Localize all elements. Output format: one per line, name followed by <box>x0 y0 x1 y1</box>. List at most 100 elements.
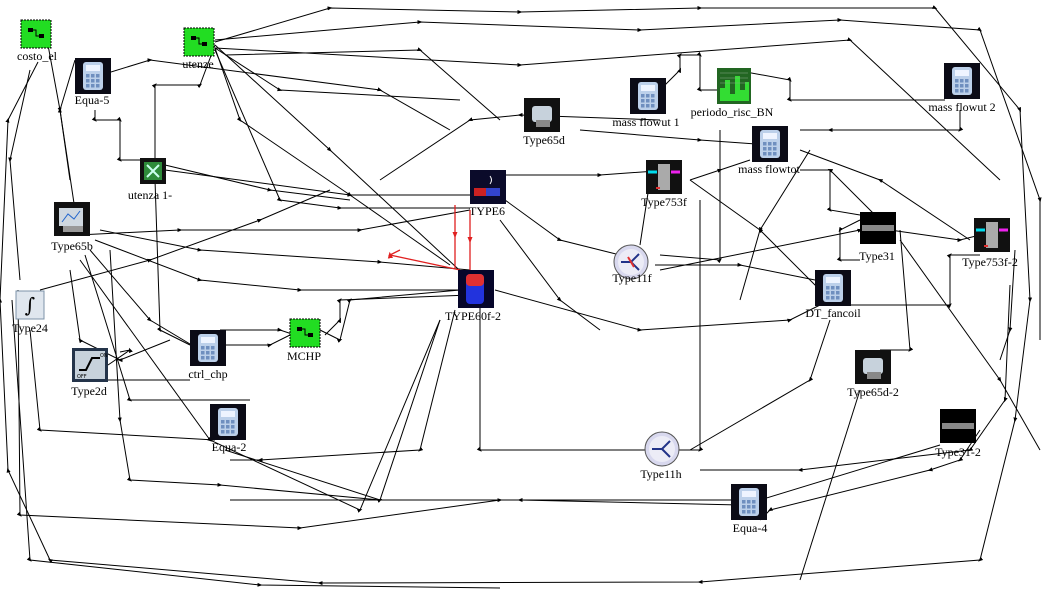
link <box>799 149 971 241</box>
Type24-label: Type24 <box>12 321 48 335</box>
massflowut1-component[interactable] <box>630 78 666 114</box>
link <box>99 229 471 271</box>
MCHP-component[interactable] <box>289 318 321 348</box>
Type65d-component[interactable] <box>524 98 560 132</box>
link <box>504 199 621 256</box>
TYPE60f-2-label: TYPE60f-2 <box>445 309 501 323</box>
periodo_risc_BN-label: periodo_risc_BN <box>690 105 774 119</box>
DT_fancoil-component[interactable] <box>815 270 851 306</box>
Type753f-component[interactable] <box>646 160 682 194</box>
link <box>499 219 601 331</box>
link <box>660 200 704 452</box>
Type65d-label: Type65d <box>523 133 565 147</box>
Type11f-component[interactable] <box>613 244 649 280</box>
link <box>689 179 821 291</box>
link <box>84 254 250 402</box>
link <box>79 259 441 513</box>
calculator-icons[interactable] <box>75 58 980 520</box>
link <box>476 300 645 452</box>
link <box>899 239 1041 451</box>
link <box>91 110 152 162</box>
Type65b-component[interactable] <box>54 202 90 236</box>
utenza1-component[interactable] <box>140 158 166 184</box>
Type11h-component[interactable] <box>644 431 680 467</box>
Type753f-2-label: Type753f-2 <box>962 255 1018 269</box>
link <box>224 319 441 503</box>
MCHP-label: MCHP <box>286 349 322 363</box>
link <box>664 51 720 92</box>
link <box>734 69 945 102</box>
Type2d-label: Type2d <box>71 384 107 398</box>
link <box>659 130 722 264</box>
utenza1-label: utenza 1- <box>127 188 173 202</box>
link <box>47 44 76 211</box>
TYPE6-component[interactable] <box>470 170 506 204</box>
link <box>579 129 771 146</box>
link <box>700 284 1011 472</box>
link <box>230 498 741 506</box>
link <box>494 289 831 332</box>
massflowut2-component[interactable] <box>944 63 980 99</box>
Equa-5-component[interactable] <box>75 58 111 94</box>
link <box>214 37 1001 181</box>
link <box>220 334 291 348</box>
Type31-label: Type31 <box>859 249 895 263</box>
ctrl_chp-component[interactable] <box>190 330 226 366</box>
link <box>220 327 296 336</box>
massflowtot-label: mass flowtot <box>738 162 800 176</box>
periodo_risc_BN-component[interactable] <box>717 68 751 104</box>
link <box>109 249 381 501</box>
link <box>659 219 881 271</box>
link <box>11 299 501 589</box>
svg-text:OFF: OFF <box>77 374 87 380</box>
link <box>889 229 981 243</box>
link <box>759 429 981 521</box>
costo_el-component[interactable] <box>20 19 52 49</box>
TYPE60f-2-component[interactable] <box>458 270 494 308</box>
link <box>319 289 461 343</box>
link <box>379 112 661 181</box>
Type24-component[interactable]: ∫ <box>15 290 45 320</box>
Type11f-label: Type11f <box>612 271 652 285</box>
link <box>29 329 216 441</box>
link <box>655 262 816 281</box>
link <box>230 309 456 462</box>
Type753f-2-component[interactable] <box>974 218 1010 252</box>
link <box>164 169 470 197</box>
Type31-2-component[interactable] <box>940 409 976 443</box>
hot-water-link <box>387 205 473 271</box>
TYPE6-label: TYPE6 <box>469 204 505 218</box>
link <box>39 189 331 291</box>
utenze-label: utenze <box>182 57 214 71</box>
link <box>57 59 76 181</box>
DT_fancoil-label: DT_fancoil <box>805 306 861 320</box>
Equa-2-component[interactable] <box>210 404 246 440</box>
massflowut2-label: mass flowut 2 <box>928 100 996 114</box>
link <box>89 249 201 351</box>
link <box>151 44 216 160</box>
Type31-component[interactable] <box>860 212 896 244</box>
Type31-2-label: Type31-2 <box>935 445 981 459</box>
ctrl_chp-label: ctrl_chp <box>188 367 228 381</box>
Equa-4-component[interactable] <box>731 484 767 520</box>
utenze-component[interactable] <box>183 27 215 57</box>
link <box>800 110 964 132</box>
massflowut1-label: mass flowut 1 <box>612 115 680 129</box>
link <box>999 249 1016 361</box>
Type753f-label: Type753f <box>641 195 687 209</box>
massflowtot-component[interactable] <box>752 126 788 162</box>
Equa-4-label: Equa-4 <box>732 521 768 535</box>
svg-text:∫: ∫ <box>25 293 35 317</box>
link <box>214 47 451 266</box>
link <box>689 319 831 451</box>
svg-text:ON: ON <box>100 353 108 359</box>
Type65d-2-component[interactable] <box>855 350 891 384</box>
link <box>224 47 501 121</box>
link <box>495 169 671 178</box>
link <box>214 17 1042 340</box>
connection-links <box>0 5 1042 589</box>
Type2d-component[interactable]: ON OFF <box>72 348 108 382</box>
Type11h-label: Type11h <box>640 467 682 481</box>
link <box>154 179 191 346</box>
